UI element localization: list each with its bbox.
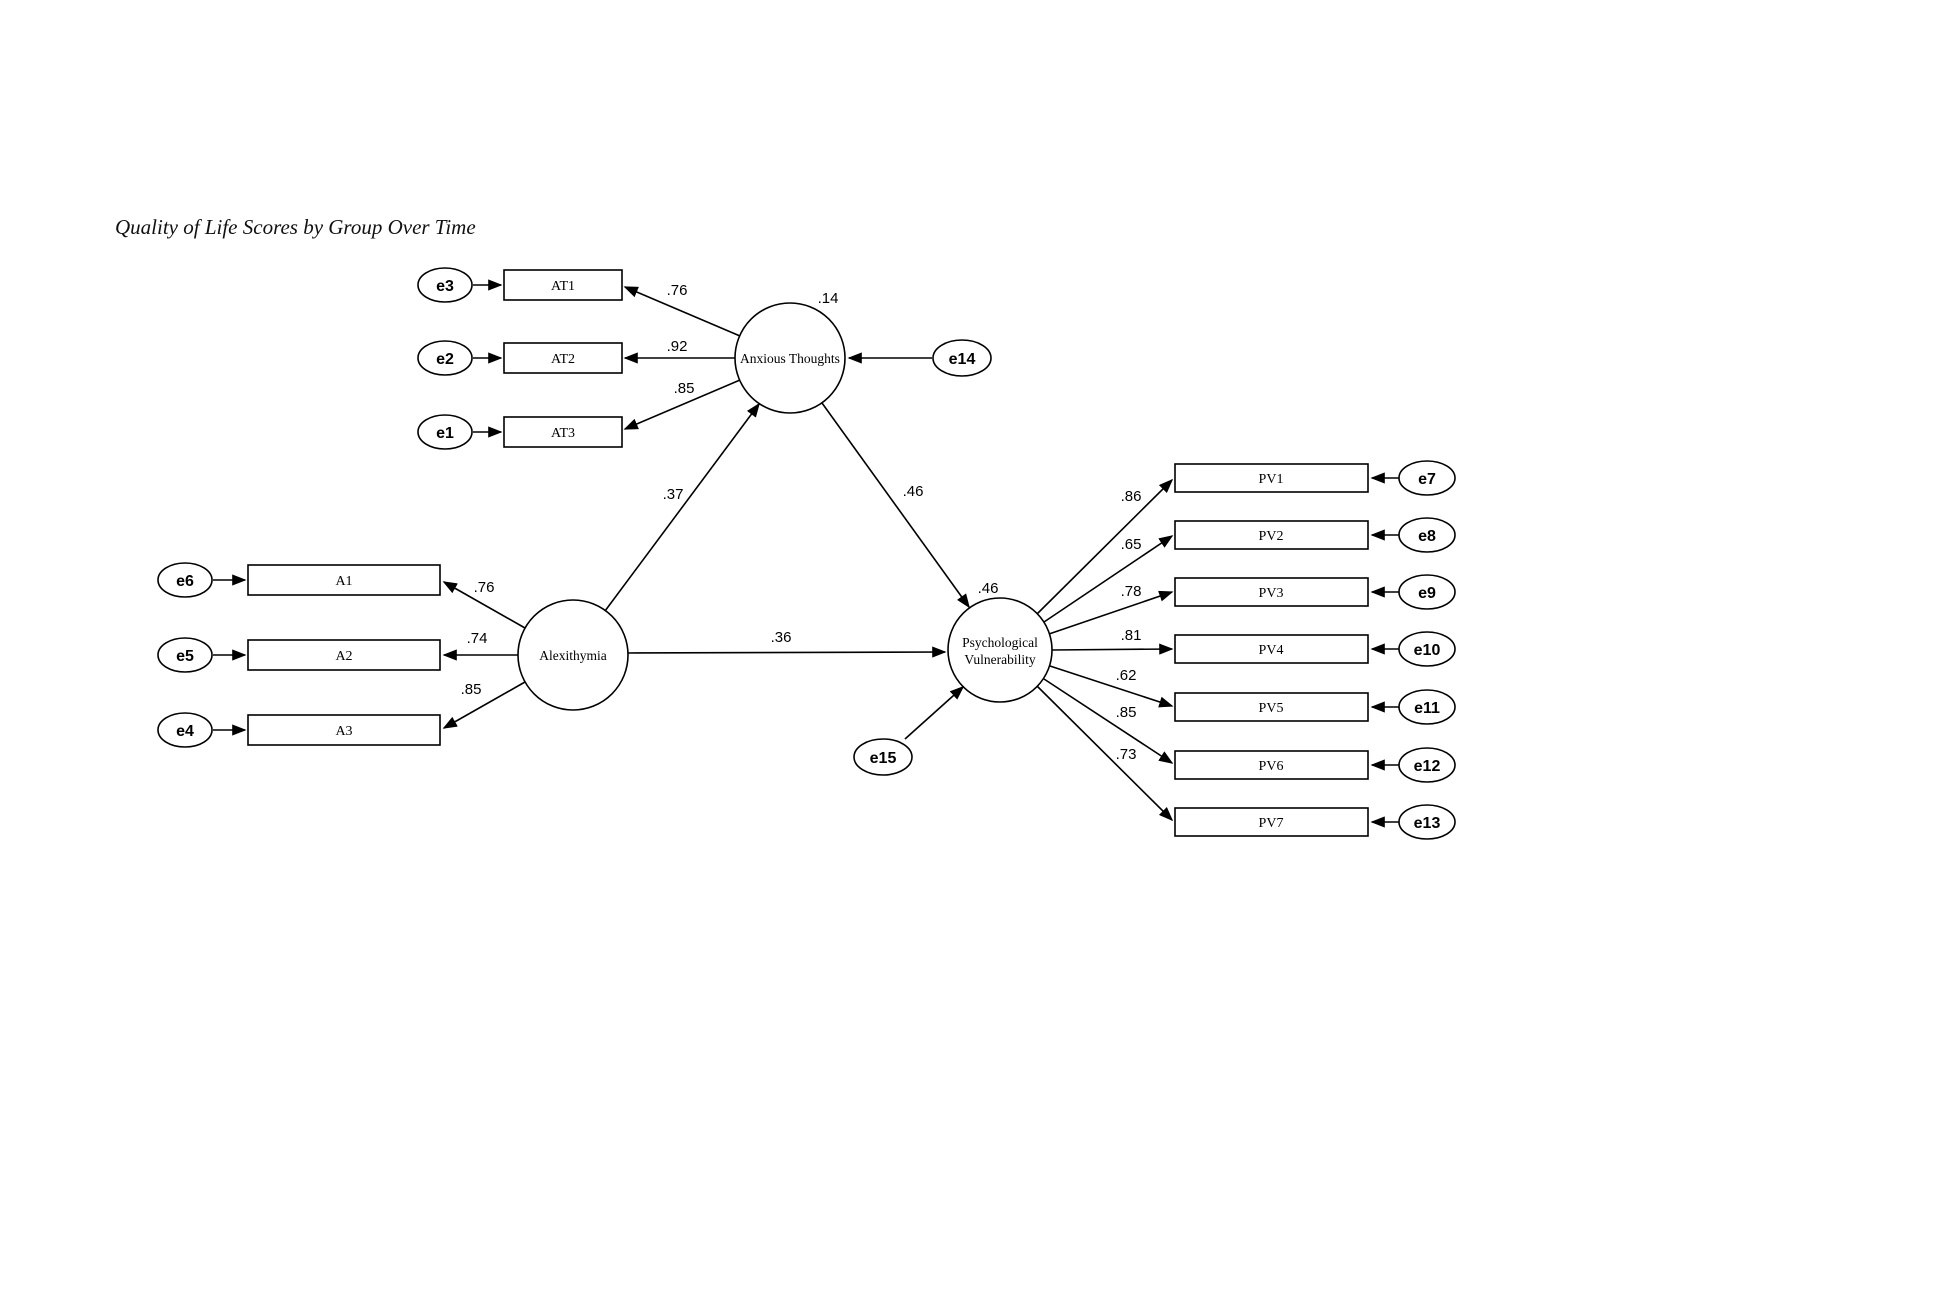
latent-pv-label-line2: Vulnerability: [964, 652, 1035, 667]
error-e2-ellipse: [417, 340, 473, 376]
error-e9-label: e9: [1418, 585, 1436, 602]
loading-a3: .85: [461, 681, 482, 698]
error-e4-ellipse: [157, 712, 213, 748]
arrow-alex-latent-to-a3: [442, 681, 526, 729]
error-e6-ellipse: [157, 562, 213, 598]
loading-pv3: .78: [1121, 583, 1142, 600]
indicator-pv1-label: PV1: [1259, 472, 1284, 487]
error-e2-label: e2: [436, 351, 454, 368]
arrow-pv-latent-to-pv6: [1043, 678, 1174, 764]
indicator-at3-label: AT3: [551, 426, 575, 441]
error-e1-ellipse: [417, 414, 473, 450]
indicator-a1-label: A1: [335, 574, 352, 589]
indicator-pv4-label: PV4: [1259, 643, 1284, 658]
alexithymia-block: e6 e5 e4 A1 A2 A3 .76 .74 .85 Alexithymi…: [157, 562, 629, 748]
loading-pv7: .73: [1116, 746, 1137, 763]
arrow-alexithymia-to-anxious-thoughts: [604, 402, 760, 612]
arrow-anxious-thoughts-to-pv: [821, 402, 970, 609]
error-e3-ellipse: [417, 267, 473, 303]
indicator-pv3-box: [1174, 577, 1369, 607]
variance-pv: .46: [978, 580, 999, 597]
error-e11-label: e11: [1414, 700, 1440, 717]
arrow-pv-latent-to-pv5: [1049, 665, 1174, 708]
structural-paths: .37 .46 .36: [604, 402, 970, 658]
arrow-at-latent-to-at3: [623, 379, 741, 430]
arrow-e15-to-pv: [904, 685, 965, 740]
loading-a1: .76: [474, 579, 495, 596]
loading-pv5: .62: [1116, 667, 1137, 684]
error-e12-label: e12: [1414, 758, 1441, 775]
error-e8-label: e8: [1418, 528, 1436, 545]
indicator-at3-box: [503, 416, 623, 448]
indicator-pv5-label: PV5: [1259, 701, 1284, 716]
indicator-pv4-box: [1174, 634, 1369, 664]
latent-pv-label-line1: Psychological: [962, 635, 1038, 650]
loading-at2: .92: [667, 338, 688, 355]
indicator-at2-box: [503, 342, 623, 374]
loading-at3: .85: [674, 380, 695, 397]
arrow-pv-latent-to-pv7: [1036, 685, 1174, 822]
latent-anxious-thoughts-label: Anxious Thoughts: [740, 351, 840, 366]
indicator-at1-box: [503, 269, 623, 301]
error-e14-label: e14: [949, 351, 976, 368]
latent-pv-circle: [947, 597, 1053, 703]
indicator-pv2-label: PV2: [1259, 529, 1284, 544]
indicator-at2-label: AT2: [551, 352, 575, 367]
arrow-pv-latent-to-pv1: [1036, 478, 1174, 615]
indicator-a1-box: [247, 564, 441, 596]
loading-pv2: .65: [1121, 536, 1142, 553]
arrow-at-latent-to-at1: [623, 286, 741, 337]
loading-pv6: .85: [1116, 704, 1137, 721]
indicator-pv3-label: PV3: [1259, 586, 1284, 601]
latent-alexithymia-label: Alexithymia: [539, 648, 607, 663]
loading-a2: .74: [467, 630, 488, 647]
indicator-pv2-box: [1174, 520, 1369, 550]
error-e5-label: e5: [176, 648, 194, 665]
diagram-title: Quality of Life Scores by Group Over Tim…: [115, 215, 476, 239]
arrow-pv-latent-to-pv2: [1043, 535, 1174, 623]
latent-anxious-thoughts-circle: [734, 302, 846, 414]
error-e3-label: e3: [436, 278, 454, 295]
error-e13-label: e13: [1414, 815, 1441, 832]
indicator-at1-label: AT1: [551, 279, 575, 294]
error-e14-ellipse: [932, 339, 992, 377]
error-e4-label: e4: [176, 723, 194, 740]
loading-pv4: .81: [1121, 627, 1142, 644]
error-e10-label: e10: [1414, 642, 1441, 659]
indicator-a2-box: [247, 639, 441, 671]
indicator-pv6-label: PV6: [1259, 759, 1284, 774]
indicator-pv7-box: [1174, 807, 1369, 837]
indicator-pv1-box: [1174, 463, 1369, 493]
anxious-thoughts-block: e3 e2 e1 AT1 AT2 AT3 .76 .92 .85 Anxious…: [417, 267, 992, 450]
indicator-pv7-label: PV7: [1259, 816, 1284, 831]
latent-alexithymia-circle: [517, 599, 629, 711]
error-e7-label: e7: [1418, 471, 1436, 488]
indicator-a3-box: [247, 714, 441, 746]
indicator-pv6-box: [1174, 750, 1369, 780]
variance-anxious-thoughts: .14: [818, 290, 839, 307]
loading-pv1: .86: [1121, 488, 1142, 505]
error-e1-label: e1: [436, 425, 454, 442]
indicator-a3-label: A3: [335, 724, 352, 739]
arrow-pv-latent-to-pv4: [1051, 643, 1174, 655]
arrow-pv-latent-to-pv3: [1048, 590, 1174, 635]
indicator-a2-label: A2: [335, 649, 352, 664]
path-coef-alex-to-at: .37: [663, 486, 684, 503]
psychological-vulnerability-block: Psychological Vulnerability .46 e15 PV1 …: [853, 460, 1456, 840]
arrow-alexithymia-to-pv: [627, 646, 947, 658]
path-coef-at-to-pv: .46: [903, 483, 924, 500]
arrow-alex-latent-to-a1: [442, 581, 526, 629]
loading-at1: .76: [667, 282, 688, 299]
indicator-pv5-box: [1174, 692, 1369, 722]
error-e5-ellipse: [157, 637, 213, 673]
path-coef-alex-to-pv: .36: [771, 629, 792, 646]
error-e15-label: e15: [870, 750, 897, 767]
error-e6-label: e6: [176, 573, 194, 590]
error-e15-ellipse: [853, 738, 913, 776]
